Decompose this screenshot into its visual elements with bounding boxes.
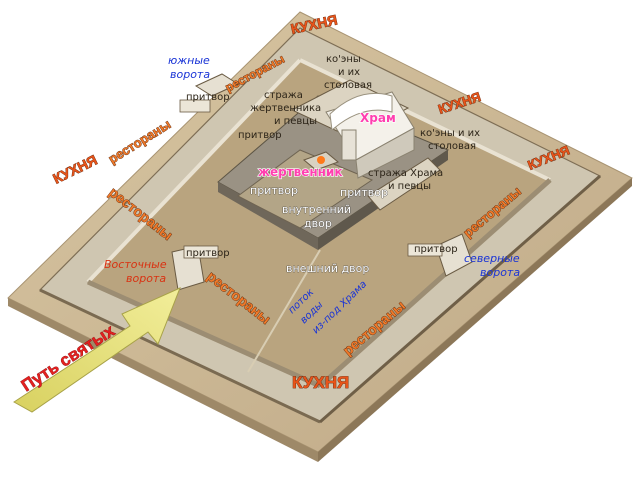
ground-edge-right bbox=[318, 178, 632, 462]
cohanim-label-1c: столовая bbox=[324, 80, 372, 91]
temple-building bbox=[325, 91, 415, 179]
water-channel bbox=[247, 249, 321, 373]
temple-guard-label-a: стража Храма bbox=[368, 168, 443, 179]
porch-label-6: притвор bbox=[340, 186, 388, 199]
inner-court-label-a: внутренний bbox=[282, 203, 351, 216]
north-gate-label: северные bbox=[464, 252, 520, 265]
cohanim-label-1a: ко'эны bbox=[326, 54, 361, 65]
ground-edge-left bbox=[8, 298, 318, 462]
south-gatehouse bbox=[194, 73, 240, 97]
path-of-saints-arrow bbox=[13, 287, 181, 413]
altar-guard-label-c: и певцы bbox=[274, 116, 317, 127]
kitchen-label-west: КУХНЯ bbox=[50, 152, 99, 187]
altar-structure bbox=[303, 151, 339, 171]
porch-label-4: притвор bbox=[414, 244, 458, 255]
outer-court-label: внешний двор bbox=[286, 262, 369, 275]
cohanim-label-2b: столовая bbox=[428, 141, 476, 152]
temple-label: Храм bbox=[360, 111, 396, 125]
kitchen-label-south: КУХНЯ bbox=[292, 373, 349, 392]
altar-fire-icon bbox=[317, 156, 325, 164]
east-gate-label-2: ворота bbox=[126, 272, 166, 285]
altar-guard-label-a: стража bbox=[264, 90, 303, 101]
porch-label-3: притвор bbox=[186, 248, 230, 259]
east-gate-label: Восточные bbox=[104, 258, 167, 271]
inner-court-label-b: двор bbox=[304, 217, 332, 230]
altar-guard-label-b: жертвенника bbox=[250, 103, 321, 114]
porch-label-2: притвор bbox=[238, 130, 282, 141]
porch-label-1: притвор bbox=[186, 92, 230, 103]
altar-label: жертвенник bbox=[258, 165, 343, 179]
cohanim-label-1b: и их bbox=[338, 67, 360, 78]
inner-north-wing bbox=[367, 157, 441, 211]
inner-courtyard bbox=[237, 149, 374, 229]
building-facades bbox=[39, 58, 601, 424]
north-gate-label-2: ворота bbox=[480, 266, 520, 279]
cohanim-label-2a: ко'эны и их bbox=[420, 128, 480, 139]
south-gate-label: южные bbox=[168, 54, 210, 67]
south-gate-label-2: ворота bbox=[170, 68, 210, 81]
north-gatehouse bbox=[435, 233, 473, 277]
temple-guard-label-b: и певцы bbox=[388, 181, 431, 192]
porch-label-5: притвор bbox=[250, 184, 298, 197]
